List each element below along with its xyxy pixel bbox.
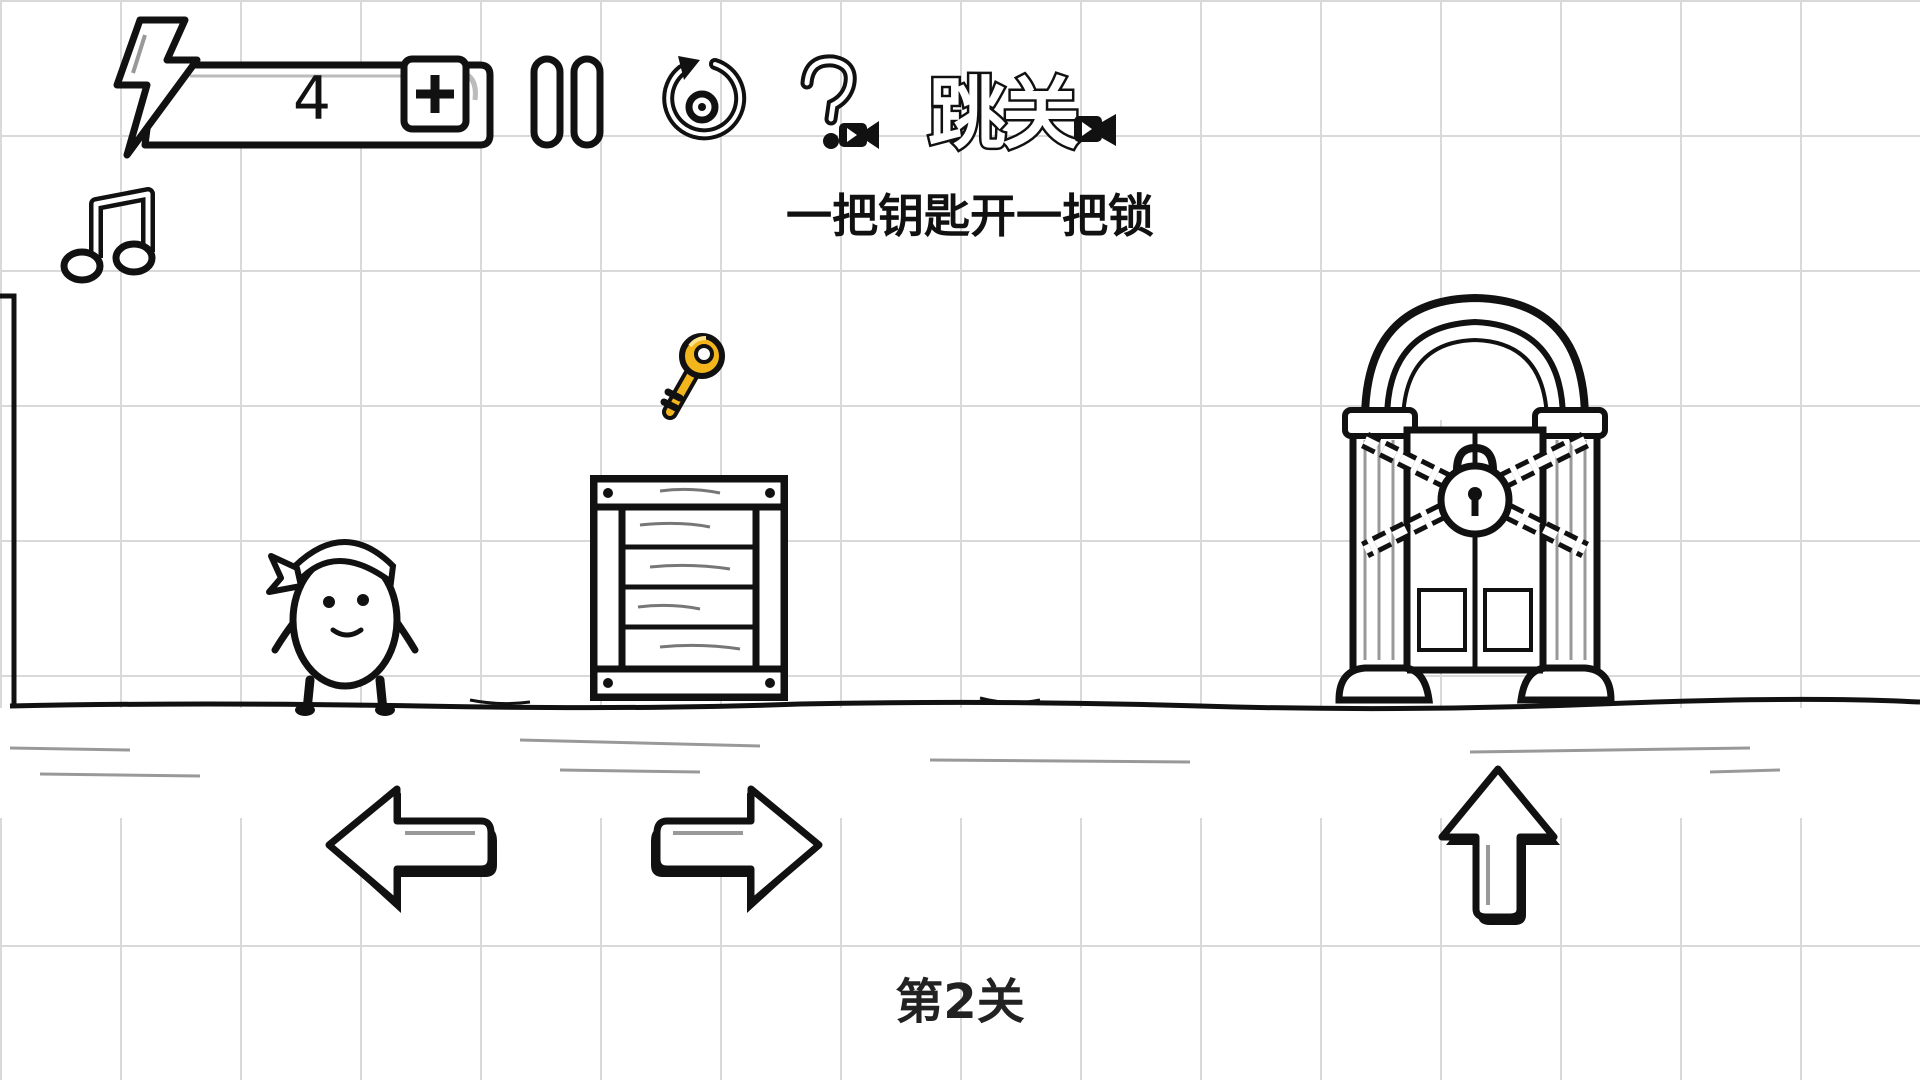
restart-icon xyxy=(662,56,747,141)
wooden-crate[interactable] xyxy=(590,475,790,705)
hint-button[interactable] xyxy=(795,54,885,155)
restart-button[interactable] xyxy=(660,52,747,152)
level-indicator: 第2关 xyxy=(895,974,1025,1030)
question-video-icon xyxy=(800,54,879,149)
arrow-up-icon xyxy=(1438,765,1560,925)
left-wall xyxy=(0,293,20,710)
add-energy-button[interactable] xyxy=(400,55,470,135)
pause-icon xyxy=(530,55,604,149)
arrow-right-icon xyxy=(651,785,823,913)
lightning-bolt-icon xyxy=(105,15,205,160)
skip-level-button[interactable]: 跳关 xyxy=(925,68,1082,163)
ground xyxy=(0,690,1920,818)
arrow-left-icon xyxy=(325,785,497,913)
music-toggle-button[interactable] xyxy=(60,187,156,288)
music-note-icon xyxy=(60,187,156,284)
locked-arch-door[interactable] xyxy=(1325,290,1625,710)
pause-button[interactable] xyxy=(528,55,608,150)
jump-button[interactable] xyxy=(1438,765,1565,930)
video-ad-icon xyxy=(1072,112,1120,148)
golden-key[interactable] xyxy=(650,330,730,425)
move-right-button[interactable] xyxy=(648,785,823,920)
move-left-button[interactable] xyxy=(325,785,500,920)
energy-count: 4 xyxy=(292,64,332,134)
egg-character[interactable] xyxy=(265,520,425,720)
level-hint-text: 一把钥匙开一把锁 xyxy=(786,189,1154,243)
